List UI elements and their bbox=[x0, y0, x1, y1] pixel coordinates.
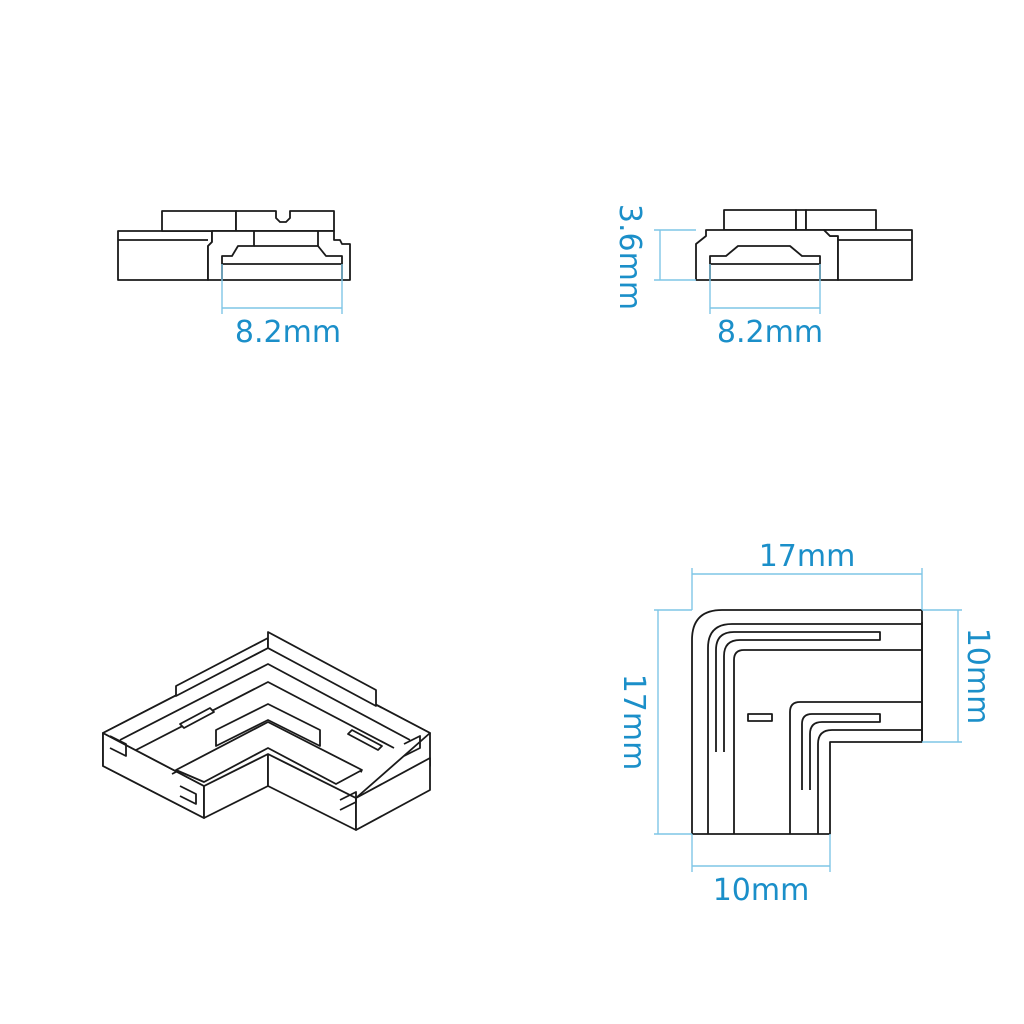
dim-right-height: 3.6mm bbox=[612, 204, 647, 310]
top-view bbox=[654, 568, 962, 872]
dim-right-arm: 10mm bbox=[960, 628, 995, 725]
dim-top-width: 17mm bbox=[759, 539, 856, 574]
isometric-view bbox=[102, 631, 431, 831]
dim-top-height: 17mm bbox=[616, 674, 651, 771]
dim-bottom-arm: 10mm bbox=[713, 873, 810, 908]
side-view-left bbox=[117, 210, 351, 314]
side-view-right bbox=[654, 209, 913, 314]
dim-right-width: 8.2mm bbox=[717, 315, 823, 350]
dim-left-width: 8.2mm bbox=[235, 315, 341, 350]
